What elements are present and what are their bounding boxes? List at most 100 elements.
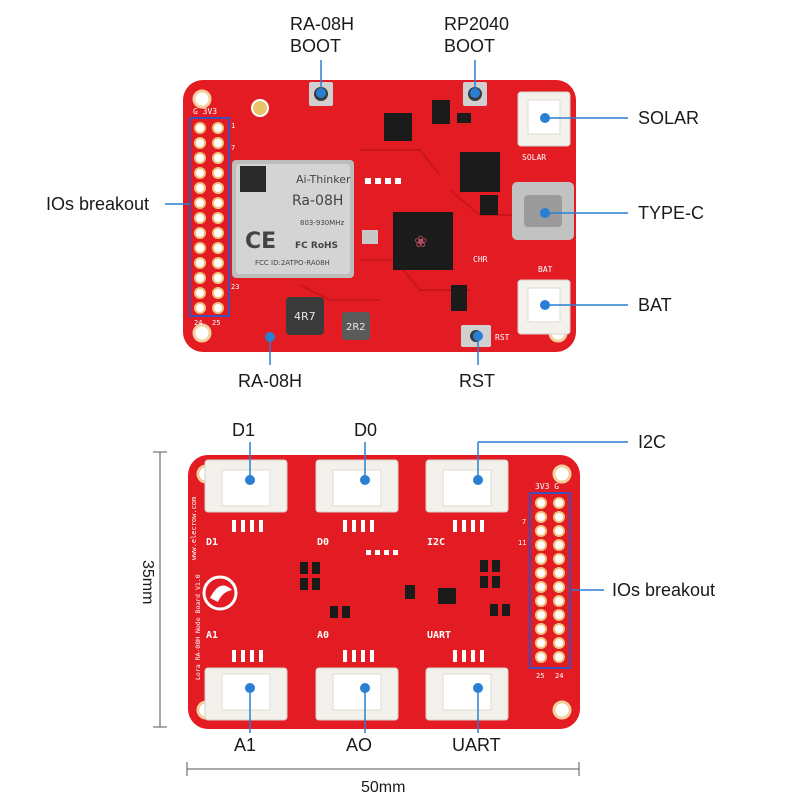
grove-solder-pin: [259, 520, 263, 532]
header-pin: [212, 272, 224, 284]
header-pin: [212, 197, 224, 209]
grove-solder-pin: [241, 520, 245, 532]
header-pin: [212, 122, 224, 134]
module-fc: FC RoHS: [295, 241, 338, 251]
callout-rp2040-boot-2: BOOT: [444, 36, 495, 56]
grove-solder-pin: [250, 520, 254, 532]
callout-type-c: TYPE-C: [638, 203, 704, 223]
header-pin: [212, 257, 224, 269]
grove-a1[interactable]: [204, 667, 288, 721]
grove-uart[interactable]: [425, 667, 509, 721]
top-header-pins: [194, 122, 224, 314]
bottom-callouts: [245, 441, 628, 733]
grove-d0[interactable]: [315, 459, 399, 513]
header-pin: [194, 287, 206, 299]
top-pin-7: 7: [231, 144, 235, 152]
header-pin: [194, 212, 206, 224]
bottom-pin-24: 24: [555, 672, 563, 680]
header-pin: [194, 182, 206, 194]
module-fcc: FCC ID:2ATPO-RA08H: [255, 259, 330, 267]
top-pin-25: 25: [212, 319, 220, 327]
mount-hole: [192, 323, 212, 343]
inductor-2r2: [342, 312, 370, 340]
grove-solder-pin: [471, 520, 475, 532]
header-pin: [553, 651, 565, 663]
header-pin: [194, 242, 206, 254]
header-pin: [553, 539, 565, 551]
callout-a1: A1: [234, 735, 256, 755]
header-pin: [194, 257, 206, 269]
header-pin: [553, 567, 565, 579]
header-pin: [553, 595, 565, 607]
grove-solder-pin: [462, 520, 466, 532]
callout-rst: RST: [459, 371, 495, 391]
header-pin: [553, 553, 565, 565]
header-pin: [212, 212, 224, 224]
crystal: [362, 230, 378, 244]
chip-flash: [480, 195, 498, 215]
callout-i2c: I2C: [638, 432, 666, 452]
silk-a0: A0: [317, 630, 329, 641]
silk-board-name: Lora RA-08H Node Board V1.0: [194, 574, 202, 680]
module-ce: CE: [245, 229, 276, 254]
bottom-pin-7: 7: [522, 518, 526, 526]
grove-d1[interactable]: [204, 459, 288, 513]
silk-website: www.elecrow.com: [190, 497, 198, 560]
header-pin: [194, 122, 206, 134]
module-model: Ra-08H: [292, 193, 343, 209]
callout-ao: AO: [346, 735, 372, 755]
top-header-label: G 3V3: [193, 107, 217, 116]
bottom-header-frame: [529, 492, 571, 669]
header-pin: [194, 227, 206, 239]
mount-hole: [552, 464, 572, 484]
chip-diode: [451, 285, 467, 311]
grove-solder-pin: [370, 650, 374, 662]
grove-solder-pin: [259, 650, 263, 662]
grove-solder-pin: [471, 650, 475, 662]
top-pin-23: 23: [231, 283, 239, 291]
elecrow-logo: [202, 575, 238, 611]
grove-a0[interactable]: [315, 667, 399, 721]
mount-hole: [552, 700, 572, 720]
callout-solar: SOLAR: [638, 108, 699, 128]
grove-solder-pin: [462, 650, 466, 662]
module-freq: 803-930MHz: [300, 219, 345, 227]
callout-d1: D1: [232, 420, 255, 440]
top-pcb: [183, 80, 576, 352]
top-pin-1: 1: [231, 122, 235, 130]
header-pin: [535, 651, 547, 663]
header-pin: [212, 242, 224, 254]
module-brand: Ai-Thinker: [296, 173, 351, 186]
chip-rp2040: [393, 212, 453, 270]
header-pin: [535, 553, 547, 565]
top-board: G 3V3 1 7 23 24 25 Ai-Thinker Ra-08H 803…: [183, 80, 576, 352]
top-callouts: [165, 60, 628, 365]
bottom-pin-11: 11: [518, 539, 526, 547]
header-pin: [194, 272, 206, 284]
header-pin: [194, 167, 206, 179]
grove-solder-pin: [480, 650, 484, 662]
header-pin: [553, 581, 565, 593]
header-pin: [553, 623, 565, 635]
header-pin: [535, 497, 547, 509]
header-pin: [535, 623, 547, 635]
header-pin: [194, 302, 206, 314]
silk-d1: D1: [206, 537, 218, 548]
bottom-header-label: 3V3 G: [535, 482, 559, 491]
callout-ra08h-boot-1: RA-08H: [290, 14, 354, 34]
header-pin: [535, 539, 547, 551]
header-pin: [194, 137, 206, 149]
grove-solder-pin: [453, 520, 457, 532]
header-pin: [535, 525, 547, 537]
grove-solder-pin: [480, 520, 484, 532]
header-pin: [212, 182, 224, 194]
header-pin: [535, 581, 547, 593]
chr-silk: CHR: [473, 255, 488, 264]
silk-d0: D0: [317, 537, 329, 548]
chip-u2: [432, 100, 450, 124]
grove-solder-pin: [343, 520, 347, 532]
grove-i2c[interactable]: [425, 459, 509, 513]
callout-bat: BAT: [638, 295, 672, 315]
pcb-traces: [299, 149, 515, 301]
bottom-pin-25: 25: [536, 672, 544, 680]
